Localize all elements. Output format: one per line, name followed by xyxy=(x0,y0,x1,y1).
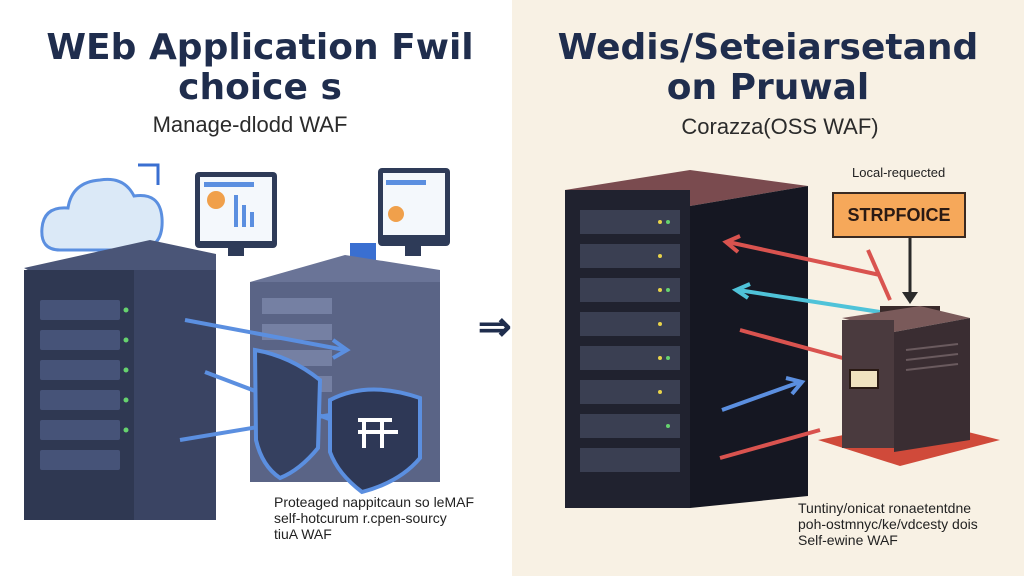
local-label: Local-requected xyxy=(852,165,946,180)
right-title-line1: Wedis/Seteiarsetand xyxy=(557,27,979,68)
right-caption-line3: Self-ewine WAF xyxy=(798,532,898,549)
right-caption: Tuntiny/onicat ronaetentdne poh-ostmnyc/… xyxy=(798,500,1024,548)
right-title: Wedis/Seteiarsetand on Pruwal xyxy=(548,27,988,109)
arrow-icon xyxy=(880,236,940,320)
right-caption-line1: Tuntiny/onicat ronaetentdne xyxy=(798,500,972,516)
monitor-icon xyxy=(378,168,450,256)
arrow-icon xyxy=(719,234,892,460)
left-caption-line1: Proteaged nappitcaun so leMAF xyxy=(274,494,475,510)
stripe-box-label: STRPFOICE xyxy=(832,192,966,238)
left-title-line1: WEb Application Fwil xyxy=(46,27,474,68)
left-caption: Proteaged nappitcaun so leMAF self-hotcu… xyxy=(274,494,514,542)
right-title-line2: on Pruwal xyxy=(666,67,870,109)
server-icon xyxy=(24,240,216,520)
server-icon xyxy=(818,306,1000,466)
left-subtitle: Manage-dlodd WAF xyxy=(152,112,348,137)
left-title: WEb Application Fwil choice s xyxy=(40,27,480,109)
right-subtitle: Corazza(OSS WAF) xyxy=(681,114,879,139)
shield-icon xyxy=(252,347,323,481)
left-title-line2: choice s xyxy=(178,67,342,109)
monitor-icon xyxy=(195,172,277,256)
right-caption-line2: poh-ostmnyc/ke/vdcesty dois xyxy=(798,516,978,533)
comparison-arrow-icon: ⇒ xyxy=(478,305,512,349)
cloud-icon xyxy=(40,163,164,252)
server-icon xyxy=(565,170,808,508)
shield-icon xyxy=(328,387,422,495)
left-caption-line2: self-hotcurum r.cpen-sourcy xyxy=(274,510,447,527)
left-caption-line3: tiuA WAF xyxy=(274,526,332,543)
